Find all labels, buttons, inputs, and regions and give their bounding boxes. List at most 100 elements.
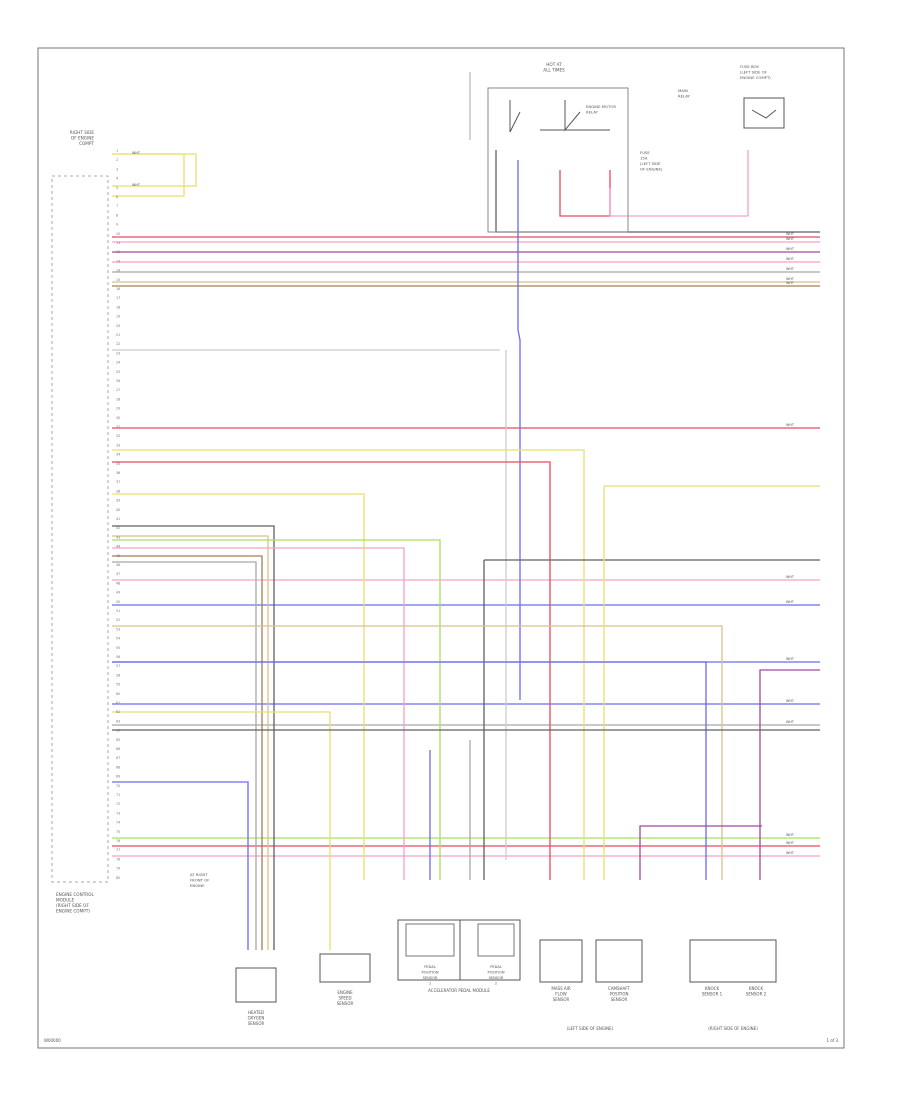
pin-number: 6 xyxy=(116,195,118,199)
wire-code-label: WHT xyxy=(786,232,795,236)
pin-number: 55 xyxy=(116,646,120,650)
oxygen-sensor-label: SENSOR xyxy=(248,1021,265,1026)
pin-number: 57 xyxy=(116,664,120,668)
wire-code-label: WHT xyxy=(786,575,795,579)
pin-number: 32 xyxy=(116,434,120,438)
wire-code-label: WHT xyxy=(786,699,795,703)
drop-wire xyxy=(112,525,275,950)
ecm-label: ENGINE CONTROL xyxy=(56,892,94,897)
wire-code-label: WHT xyxy=(786,851,795,855)
pin-number: 10 xyxy=(116,232,120,236)
engine-side-label: (LEFT SIDE OF ENGINE) xyxy=(567,1026,614,1031)
pin-number: 9 xyxy=(116,223,118,227)
page-border xyxy=(37,47,845,1049)
pin-number: 14 xyxy=(116,269,120,273)
pin-number: 3 xyxy=(116,167,118,171)
wire-code-label: WHT xyxy=(786,833,795,837)
pin-number: 2 xyxy=(116,158,118,162)
ecm-top-label: COMPT xyxy=(79,141,94,146)
drop-wire xyxy=(112,555,263,950)
wire-code-label: WHT xyxy=(786,281,795,285)
pin-number: 25 xyxy=(116,370,120,374)
pin-number: 70 xyxy=(116,784,120,788)
pin-number: 61 xyxy=(116,701,120,705)
pin-number: 60 xyxy=(116,692,120,696)
pin-number: 36 xyxy=(116,471,120,475)
pin-number: 39 xyxy=(116,499,120,503)
speed-sensor-label: SENSOR xyxy=(337,1001,354,1006)
pin-number: 26 xyxy=(116,379,120,383)
fuse-box-label: (LEFT SIDE OF xyxy=(740,70,767,75)
accel-sensor-a-label: SENSOR xyxy=(423,976,438,980)
pin-number: 15 xyxy=(116,278,120,282)
pin-number: 54 xyxy=(116,637,120,641)
fuse-label: FUSE xyxy=(640,150,650,155)
main-relay-label: RELAY xyxy=(678,94,691,99)
drop-wire xyxy=(639,825,762,880)
fuse-component xyxy=(743,97,785,129)
ecm-ground-label: FRONT OF xyxy=(190,878,209,883)
pin-number: 75 xyxy=(116,830,120,834)
fuse-label: 15A xyxy=(640,156,648,161)
pin-number: 62 xyxy=(116,710,120,714)
pin-number: 79 xyxy=(116,867,120,871)
drop-wire xyxy=(112,547,405,880)
hot-at-run-label: HOT AT xyxy=(546,62,562,67)
pin-number: 72 xyxy=(116,802,120,806)
pin-number: 20 xyxy=(116,324,120,328)
fuse-label: (LEFT SIDE xyxy=(640,161,661,166)
pin-number: 78 xyxy=(116,857,120,861)
pin-number: 22 xyxy=(116,342,120,346)
ecm-label: (RIGHT SIDE OF xyxy=(56,903,89,908)
maf-label: MASS AIR xyxy=(551,986,570,991)
relay-feed xyxy=(609,150,749,217)
fuse-box-label: FUSE BOX xyxy=(740,64,759,69)
pin-number: 30 xyxy=(116,416,120,420)
camshaft-label: SENSOR xyxy=(611,997,628,1002)
pin-number: 59 xyxy=(116,683,120,687)
pin-number: 41 xyxy=(116,517,120,521)
ecm-label: ENGINE COMPT) xyxy=(56,909,90,914)
pin-number: 28 xyxy=(116,397,120,401)
knock1-label: KNOCK xyxy=(705,986,720,991)
drop-wire xyxy=(112,561,257,950)
oxygen-sensor-label: OXYGEN xyxy=(248,1016,265,1021)
pin-number: 64 xyxy=(116,729,120,733)
camshaft-label: POSITION xyxy=(609,992,628,997)
pin-number: 43 xyxy=(116,535,120,539)
wire-code-label: WHT xyxy=(786,247,795,251)
pin-number: 16 xyxy=(116,287,120,291)
wire-code-label: WHT xyxy=(786,237,795,241)
pin-number: 53 xyxy=(116,627,120,631)
accel-sensor-b xyxy=(477,923,515,957)
ecm-top-label: RIGHT SIDE xyxy=(70,130,95,135)
knock-sensors-box xyxy=(689,939,777,983)
accel-module-label: ACCELERATOR PEDAL MODULE xyxy=(428,988,490,993)
maf-label: FLOW xyxy=(555,992,567,997)
pin-number: 63 xyxy=(116,719,120,723)
ecm-outline xyxy=(51,175,109,883)
pin-number: 33 xyxy=(116,443,120,447)
knock1-label: SENSOR 1 xyxy=(702,992,723,997)
drop-wire xyxy=(112,449,585,880)
pin-number: 68 xyxy=(116,765,120,769)
motor-relay-label: RELAY xyxy=(586,110,599,115)
speed-sensor-label: SPEED xyxy=(338,996,351,1001)
pin-number: 27 xyxy=(116,388,120,392)
oxygen-sensor-box xyxy=(235,967,277,1003)
accel-sensor-b-label: SENSOR xyxy=(489,976,504,980)
pin-number: 73 xyxy=(116,811,120,815)
accel-sensor-b-label: 2 xyxy=(495,982,497,986)
pin-number: 52 xyxy=(116,618,120,622)
drop-wire xyxy=(112,461,551,880)
relay-feed xyxy=(517,160,521,700)
pin-number: 12 xyxy=(116,250,120,254)
knock2-label: SENSOR 2 xyxy=(746,992,767,997)
wire-group xyxy=(112,150,820,950)
pin-number: 7 xyxy=(116,204,118,208)
wire-code-label: WHT xyxy=(786,657,795,661)
drop-wire xyxy=(112,539,441,880)
camshaft-label: CAMSHAFT xyxy=(608,986,630,991)
maf-label: SENSOR xyxy=(553,997,570,1002)
pin-number: 66 xyxy=(116,747,120,751)
